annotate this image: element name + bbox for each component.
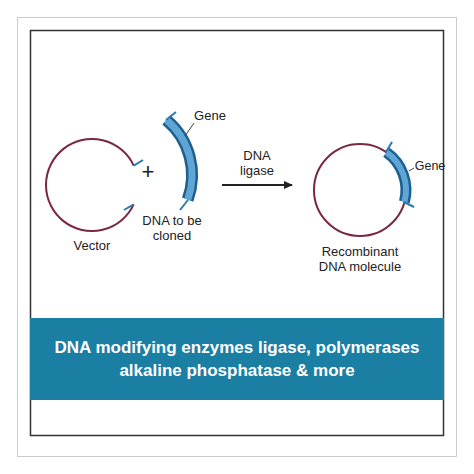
junction-tick bbox=[386, 142, 392, 152]
outer-frame bbox=[18, 18, 457, 457]
gene-label: Gene bbox=[190, 108, 230, 123]
vector-plasmid bbox=[46, 139, 134, 231]
sticky-end bbox=[166, 112, 176, 120]
gene-label: Gene bbox=[413, 159, 447, 174]
sticky-end bbox=[124, 204, 134, 210]
inner-frame bbox=[31, 31, 444, 436]
inserted-gene bbox=[386, 152, 406, 202]
leader-line bbox=[185, 123, 194, 136]
reaction-arrow bbox=[222, 184, 292, 186]
fragment-label: DNA to be cloned bbox=[130, 213, 214, 243]
recombinant-plasmid bbox=[314, 144, 406, 236]
title-band: DNA modifying enzymes ligase, polymerase… bbox=[30, 318, 444, 400]
leader-line bbox=[409, 168, 414, 171]
vector-label: Vector bbox=[62, 238, 122, 253]
junction-tick bbox=[404, 202, 414, 207]
enzyme-label: DNA ligase bbox=[226, 148, 288, 178]
band-text: DNA modifying enzymes ligase, polymerase… bbox=[46, 336, 428, 382]
sticky-end bbox=[180, 200, 188, 210]
plus-sign: + bbox=[136, 160, 160, 184]
inserted-gene-fill bbox=[386, 152, 406, 202]
product-label: Recombinant DNA molecule bbox=[310, 244, 410, 274]
